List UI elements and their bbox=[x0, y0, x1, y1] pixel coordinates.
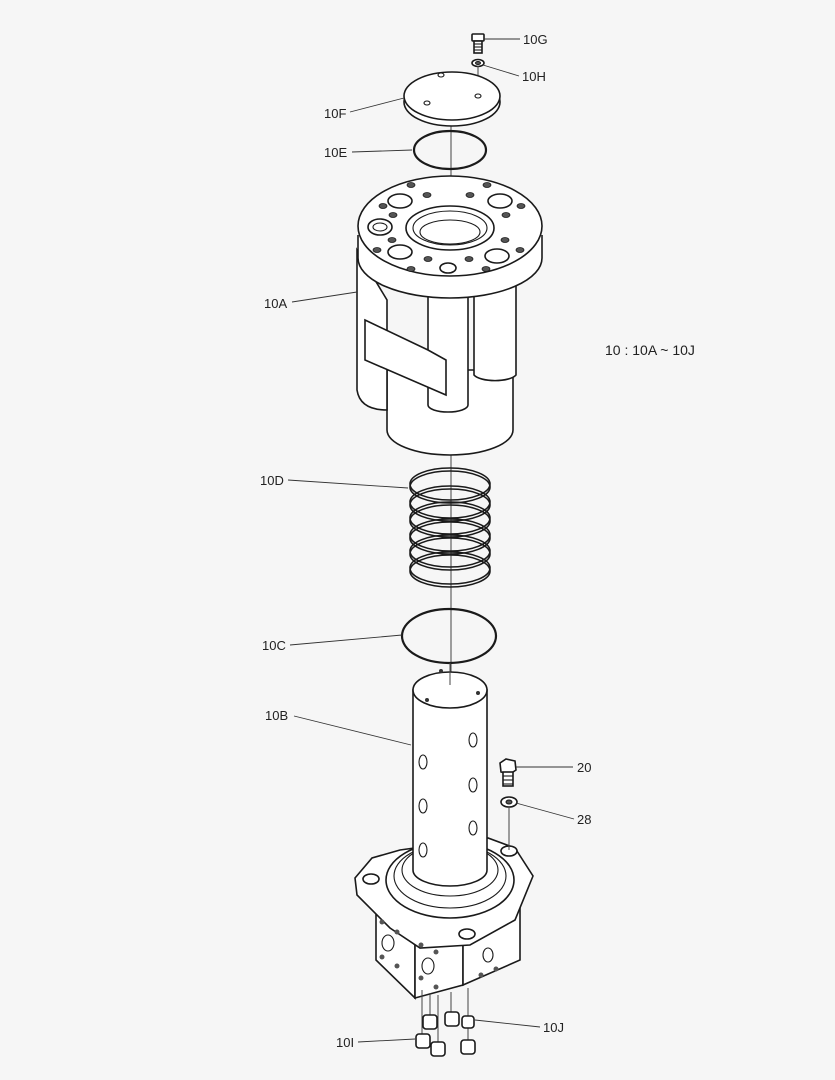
part-10C-o-ring bbox=[400, 607, 498, 665]
label-10I: 10I bbox=[336, 1035, 355, 1050]
part-10A-housing bbox=[356, 175, 543, 456]
label-10A: 10A bbox=[264, 296, 288, 311]
part-10I-10J-plugs bbox=[415, 988, 476, 1057]
part-10G-screw bbox=[471, 33, 485, 54]
label-10J: 10J bbox=[543, 1020, 564, 1035]
part-10F-cover-plate bbox=[403, 71, 501, 127]
part-28-washer bbox=[500, 796, 518, 850]
label-10E: 10E bbox=[324, 145, 348, 160]
label-28: 28 bbox=[577, 812, 592, 827]
parts-range-legend: 10 : 10A ~ 10J bbox=[605, 342, 695, 358]
label-10H: 10H bbox=[522, 69, 546, 84]
label-10F: 10F bbox=[324, 106, 347, 121]
part-10E-o-ring bbox=[412, 129, 488, 171]
label-10B: 10B bbox=[265, 708, 289, 723]
label-10C: 10C bbox=[262, 638, 286, 653]
label-10G: 10G bbox=[523, 32, 548, 47]
part-10B-shaft bbox=[412, 663, 488, 887]
leader-lines bbox=[287, 38, 575, 1043]
label-10D: 10D bbox=[260, 473, 284, 488]
part-10D-ring-stack bbox=[409, 467, 491, 588]
label-20: 20 bbox=[577, 760, 592, 775]
part-20-bolt bbox=[499, 758, 517, 787]
